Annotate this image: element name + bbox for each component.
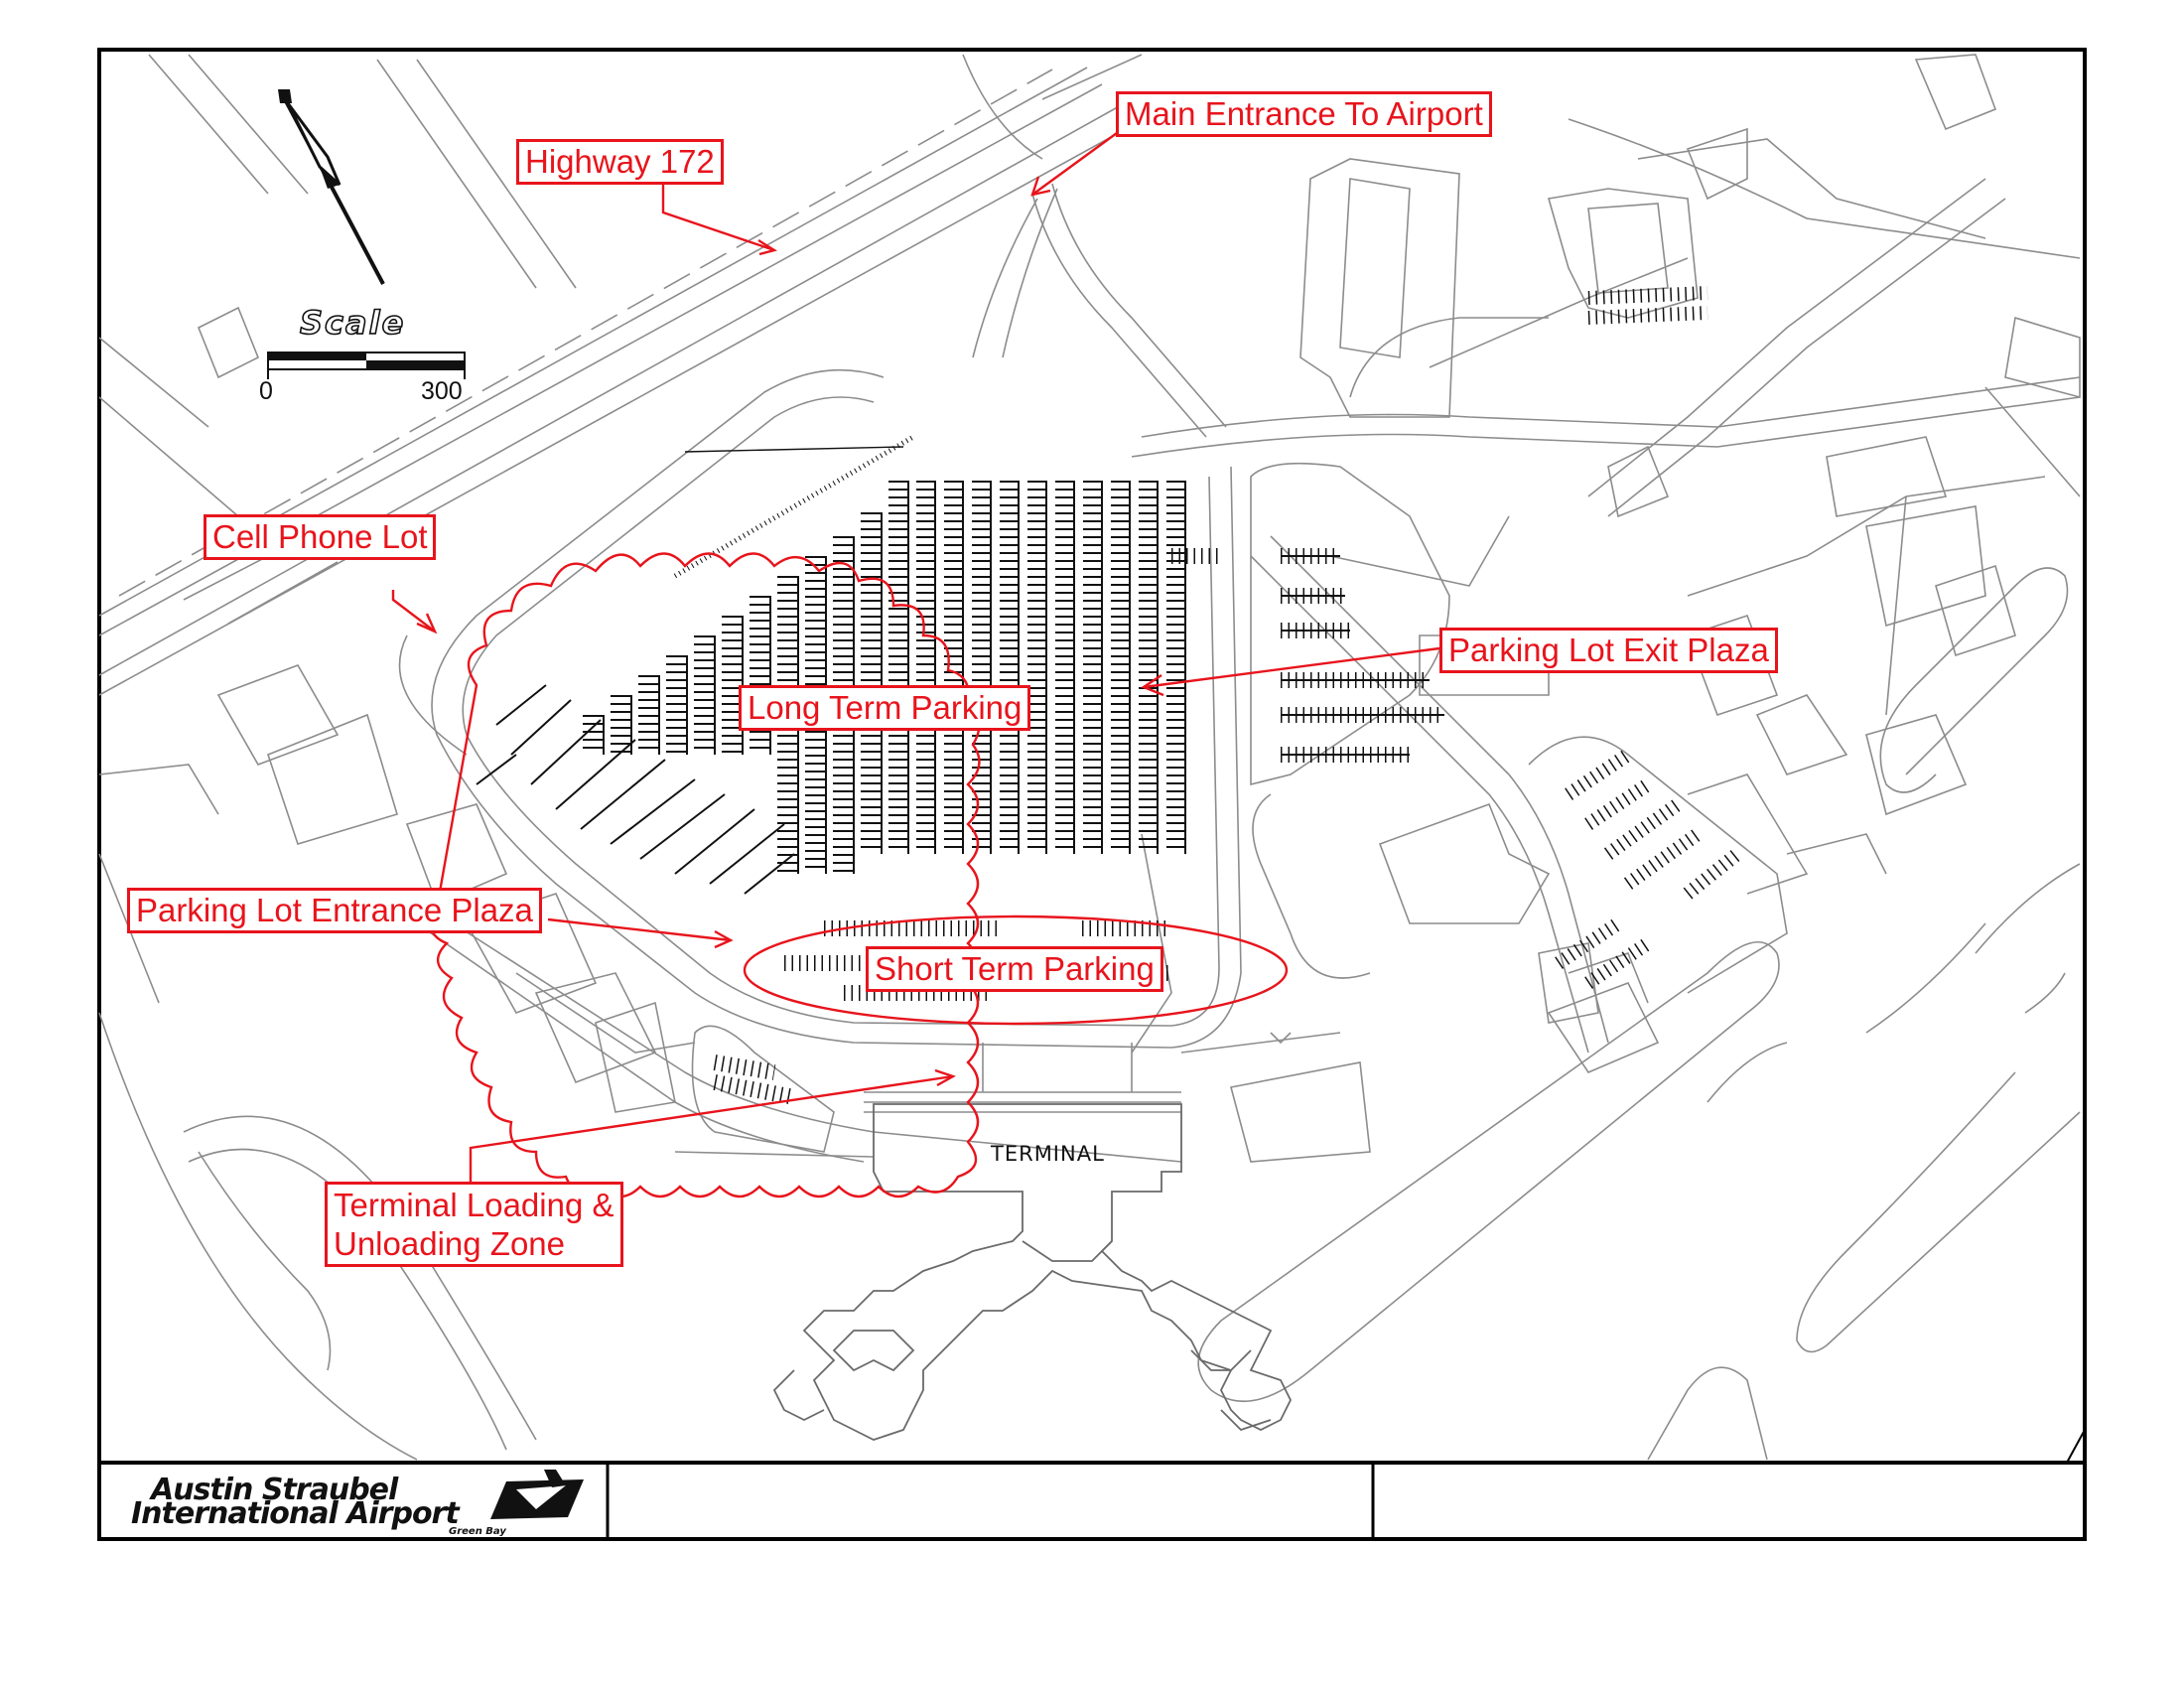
exit-plaza-callout: Parking Lot Exit Plaza <box>1439 628 1778 673</box>
entrance-plaza-callout: Parking Lot Entrance Plaza <box>127 888 542 933</box>
map-frame <box>97 48 2087 1541</box>
logo-line1: Austin Straubel <box>151 1473 398 1507</box>
terminal-building <box>772 1103 1293 1441</box>
loading-zone-line2: Unloading Zone <box>334 1225 565 1262</box>
terminal-label: TERMINAL <box>991 1142 1105 1166</box>
base-linework <box>98 54 2081 1461</box>
short-term-parking-callout: Short Term Parking <box>866 946 1163 992</box>
airport-logo-plane-icon <box>490 1470 584 1519</box>
short-term-stalls <box>713 548 1221 1105</box>
east-lot-stall-ticks <box>1281 548 1444 763</box>
highway-172-callout: Highway 172 <box>516 139 724 185</box>
diagonal-stall-rows <box>476 434 915 895</box>
long-term-parking-callout: Long Term Parking <box>739 685 1031 731</box>
scale-min-label: 0 <box>259 377 273 405</box>
main-entrance-callout: Main Entrance To Airport <box>1116 91 1492 137</box>
scale-bar <box>267 352 466 379</box>
logo-subline: Green Bay <box>449 1526 506 1537</box>
cell-phone-lot-callout: Cell Phone Lot <box>204 514 437 560</box>
short-term-lot-boundary <box>743 914 1289 1026</box>
southeast-lot-stalls <box>1555 286 1742 989</box>
scale-title: Scale <box>299 303 406 343</box>
north-arrow-icon <box>278 89 385 285</box>
logo-line2: International Airport <box>131 1496 460 1531</box>
callout-leaders <box>391 132 1440 1187</box>
loading-zone-callout: Terminal Loading & Unloading Zone <box>325 1182 623 1267</box>
long-term-stall-ticks <box>583 481 1186 874</box>
long-term-lot-boundary <box>430 552 981 1198</box>
scale-max-label: 300 <box>421 377 463 405</box>
loading-zone-line1: Terminal Loading & <box>334 1187 614 1223</box>
